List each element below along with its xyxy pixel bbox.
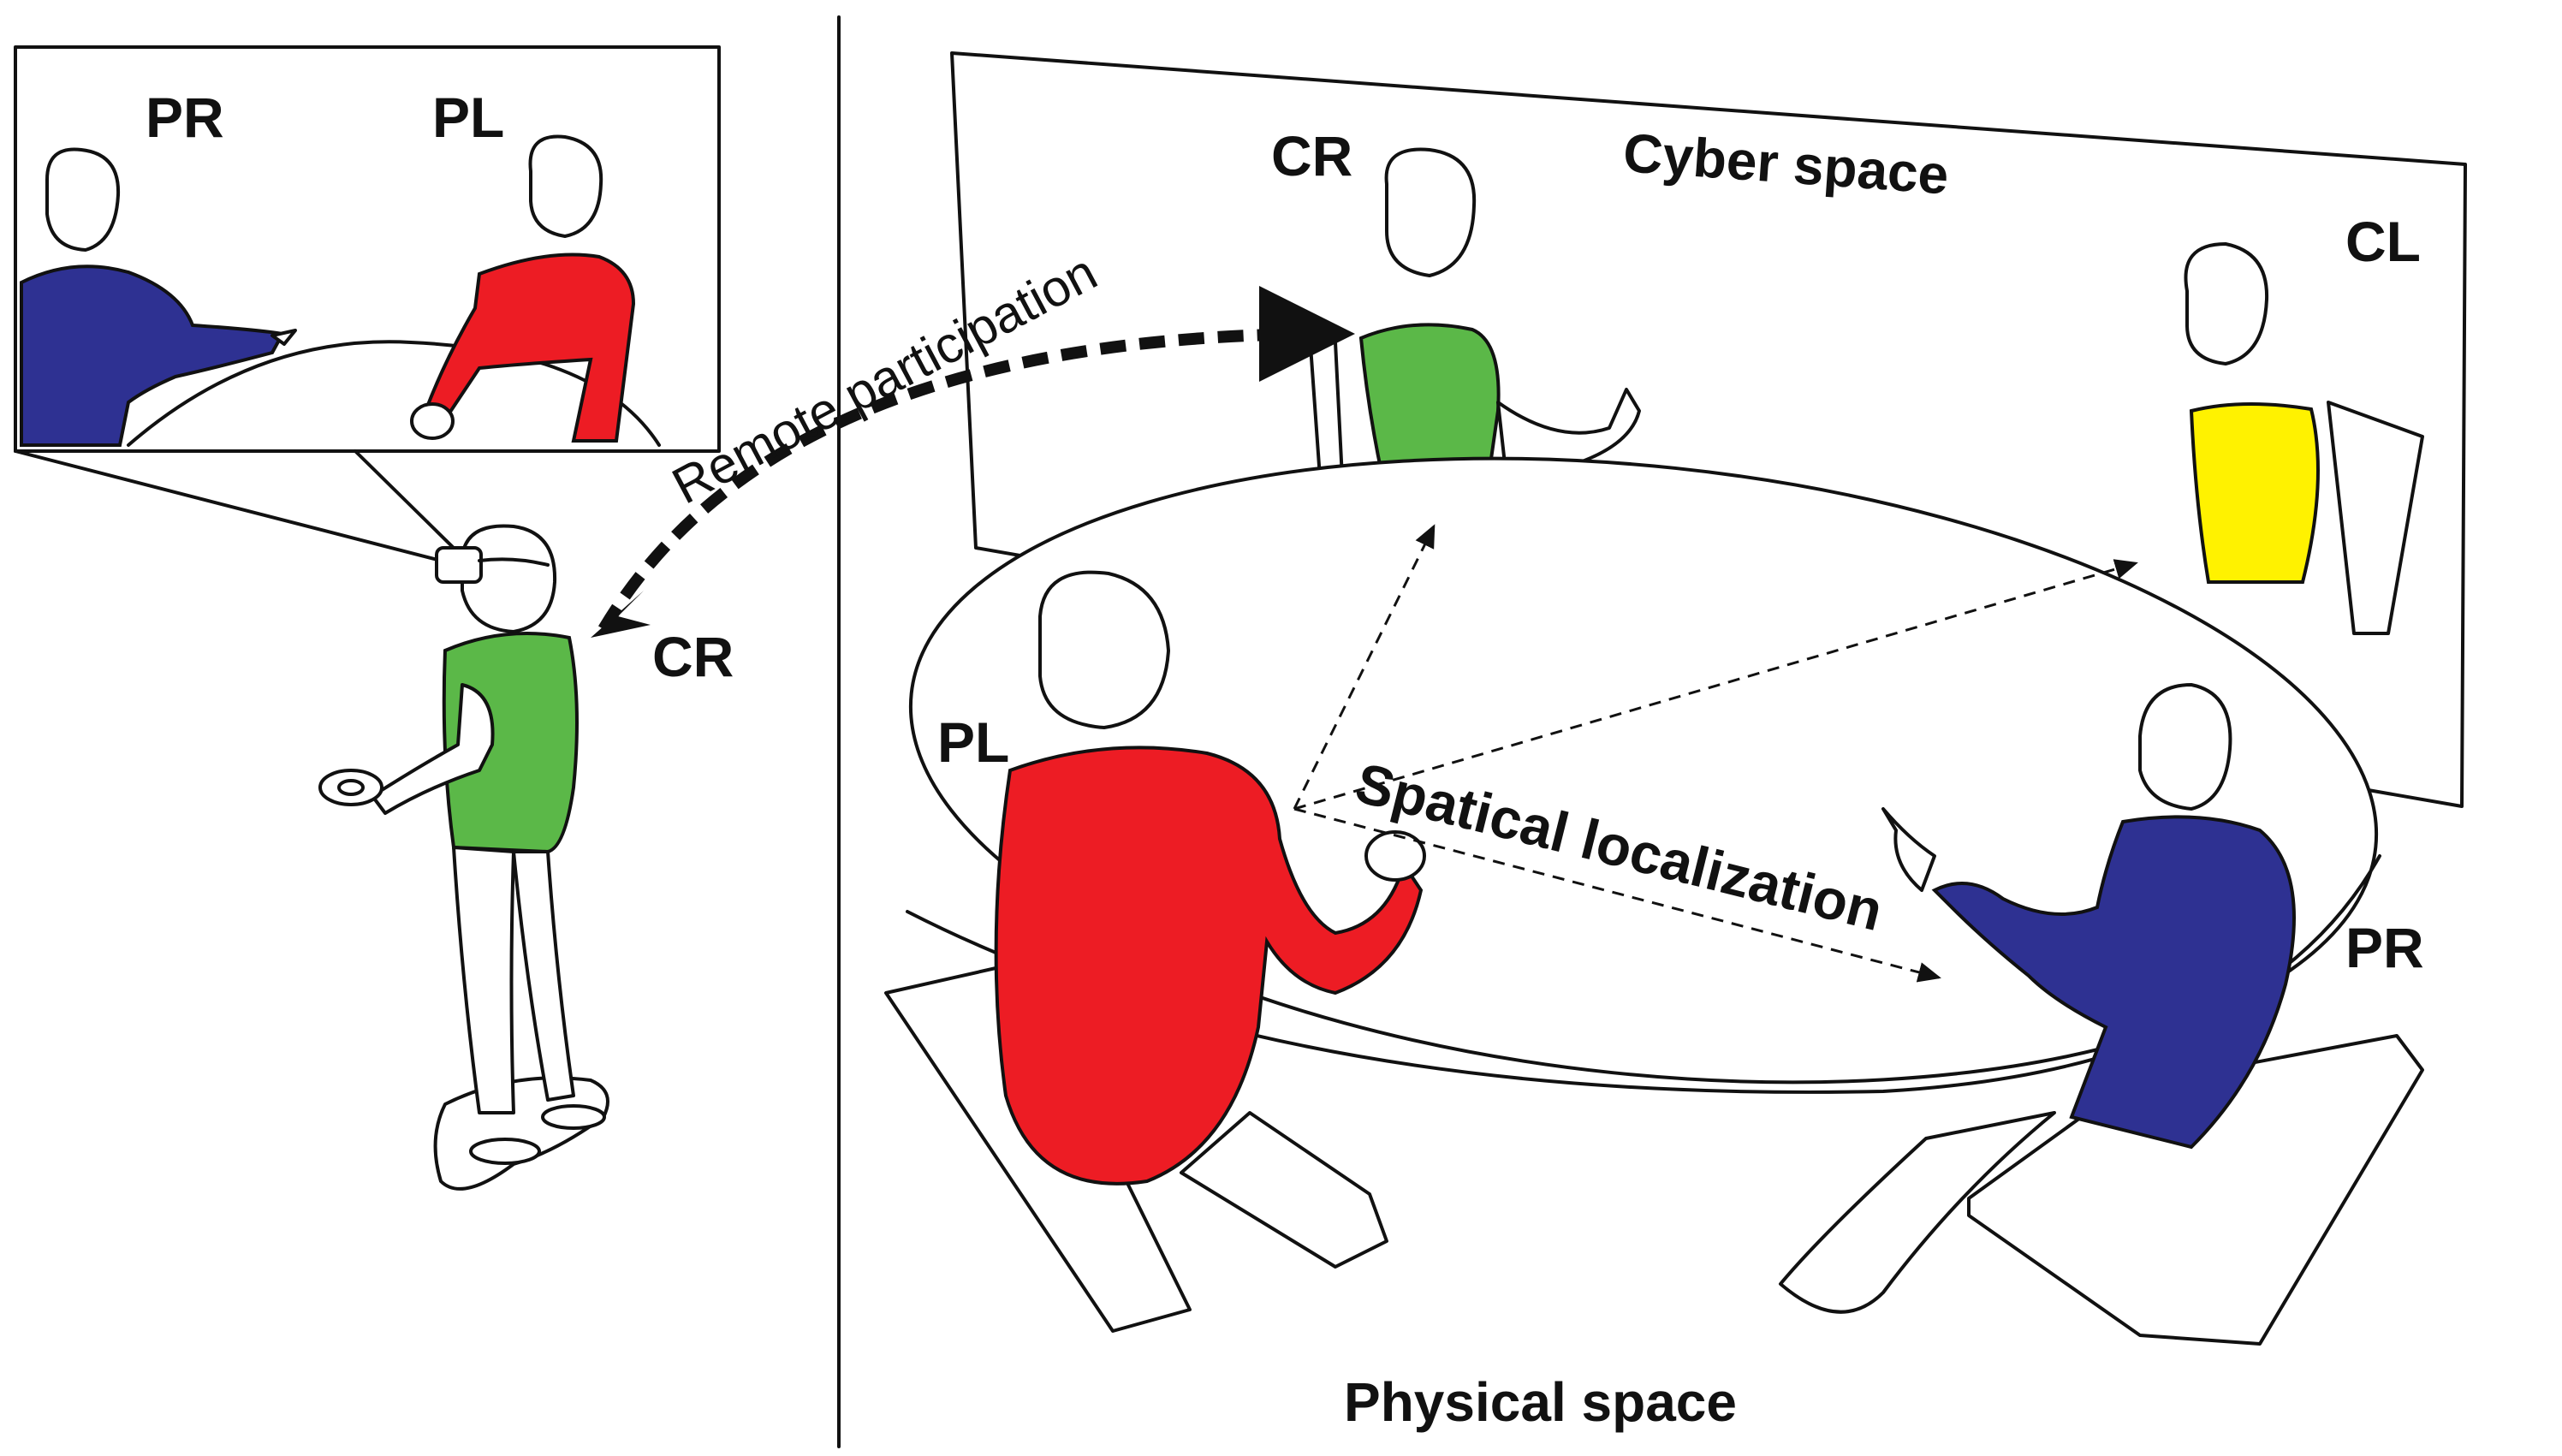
physical-space-title: Physical space	[1344, 1371, 1737, 1433]
vr-controller-icon	[318, 769, 383, 806]
remote-participation-arrow	[591, 286, 1355, 638]
spatial-localization-arrows	[1293, 524, 2138, 983]
physical-label-pl: PL	[937, 710, 1009, 774]
inset-person-pl	[410, 134, 636, 443]
physical-label-pr: PR	[2345, 916, 2424, 979]
inset-label-pl: PL	[432, 86, 504, 149]
headset-view-inset: PR PL	[14, 45, 721, 562]
cyber-label-cr: CR	[1271, 124, 1352, 187]
cyber-label-cl: CL	[2345, 210, 2421, 273]
remote-participant-cr	[318, 524, 609, 1191]
inset-person-pr	[20, 147, 297, 447]
physical-person-pr	[1779, 683, 2424, 1346]
physical-person-pl	[884, 570, 1426, 1333]
inset-label-pr: PR	[146, 86, 224, 149]
remote-label-cr: CR	[652, 625, 734, 688]
vr-headset-icon	[435, 546, 550, 584]
cyber-person-cl	[2184, 242, 2424, 635]
